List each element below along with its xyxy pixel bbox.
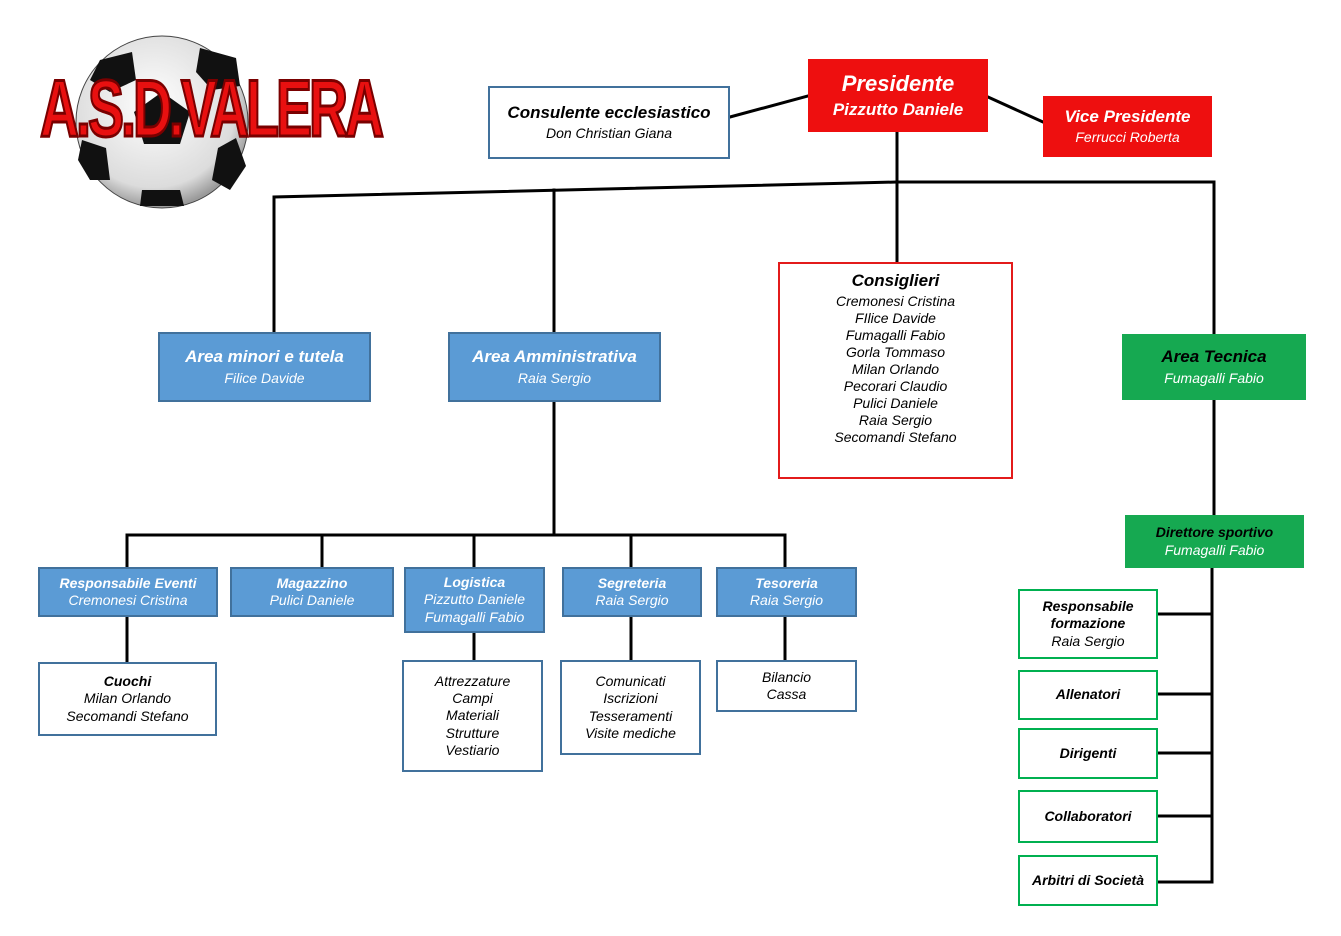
consigliere-name: Cremonesi Cristina bbox=[835, 292, 956, 309]
cuochi-name: Milan Orlando bbox=[83, 690, 172, 707]
direttore-sportivo-title: Direttore sportivo bbox=[1155, 524, 1274, 541]
tesoreria-tasks-box[interactable]: Bilancio Cassa bbox=[716, 660, 857, 712]
responsabile-eventi-name: Cremonesi Cristina bbox=[68, 592, 188, 608]
area-amministrativa-name: Raia Sergio bbox=[517, 369, 592, 386]
area-tecnica-box[interactable]: Area Tecnica Fumagalli Fabio bbox=[1122, 334, 1306, 400]
consulente-title: Consulente ecclesiastico bbox=[507, 102, 711, 122]
responsabile-eventi-title: Responsabile Eventi bbox=[59, 574, 197, 591]
segreteria-task: Iscrizioni bbox=[603, 690, 658, 707]
vice-title: Vice Presidente bbox=[1064, 106, 1191, 126]
consiglieri-box[interactable]: Consiglieri Cremonesi Cristina FIlice Da… bbox=[778, 262, 1013, 479]
magazzino-box[interactable]: Magazzino Pulici Daniele bbox=[230, 567, 394, 617]
consiglieri-title: Consiglieri bbox=[851, 271, 940, 290]
vice-name: Ferrucci Roberta bbox=[1075, 129, 1180, 146]
direttore-sportivo-name: Fumagalli Fabio bbox=[1164, 541, 1265, 558]
area-amministrativa-box[interactable]: Area Amministrativa Raia Sergio bbox=[448, 332, 661, 402]
segreteria-title: Segreteria bbox=[597, 574, 667, 591]
responsabile-eventi-box[interactable]: Responsabile Eventi Cremonesi Cristina bbox=[38, 567, 218, 617]
collaboratori-title: Collaboratori bbox=[1044, 807, 1132, 824]
presidente-box[interactable]: Presidente Pizzutto Daniele bbox=[808, 59, 988, 132]
segreteria-tasks-box[interactable]: Comunicati Iscrizioni Tesseramenti Visit… bbox=[560, 660, 701, 755]
segreteria-task: Comunicati bbox=[595, 673, 666, 690]
consigliere-name: Raia Sergio bbox=[858, 412, 933, 429]
logistica-task: Campi bbox=[452, 690, 493, 707]
presidente-title: Presidente bbox=[841, 70, 955, 96]
logistica-task: Strutture bbox=[445, 724, 500, 741]
logistica-title: Logistica bbox=[443, 574, 506, 591]
area-amministrativa-title: Area Amministrativa bbox=[472, 347, 637, 367]
responsabile-formazione-title: Responsabile bbox=[1042, 598, 1134, 615]
direttore-sportivo-box[interactable]: Direttore sportivo Fumagalli Fabio bbox=[1125, 515, 1304, 568]
consigliere-name: FIlice Davide bbox=[855, 309, 936, 326]
area-minori-name: Filice Davide bbox=[224, 369, 305, 386]
arbitri-box[interactable]: Arbitri di Società bbox=[1018, 855, 1158, 906]
logistica-name: Pizzutto Daniele bbox=[423, 591, 526, 608]
responsabile-formazione-title: formazione bbox=[1050, 615, 1126, 632]
segreteria-task: Tesseramenti bbox=[588, 707, 673, 724]
magazzino-title: Magazzino bbox=[276, 574, 348, 591]
tesoreria-task: Bilancio bbox=[761, 668, 812, 685]
connector-main-bus bbox=[272, 180, 1216, 336]
logistica-task: Vestiario bbox=[445, 741, 500, 758]
allenatori-box[interactable]: Allenatori bbox=[1018, 670, 1158, 720]
logo-text: A.S.D.VALERA bbox=[39, 63, 385, 156]
area-minori-box[interactable]: Area minori e tutela Filice Davide bbox=[158, 332, 371, 402]
segreteria-box[interactable]: Segreteria Raia Sergio bbox=[562, 567, 702, 617]
logistica-tasks-box[interactable]: Attrezzature Campi Materiali Strutture V… bbox=[402, 660, 543, 772]
area-minori-title: Area minori e tutela bbox=[185, 347, 344, 367]
consigliere-name: Secomandi Stefano bbox=[834, 429, 957, 446]
collaboratori-box[interactable]: Collaboratori bbox=[1018, 790, 1158, 843]
tesoreria-title: Tesoreria bbox=[755, 574, 818, 591]
consigliere-name: Pecorari Claudio bbox=[843, 378, 948, 395]
segreteria-name: Raia Sergio bbox=[595, 592, 669, 608]
logistica-name: Fumagalli Fabio bbox=[424, 608, 525, 625]
consigliere-name: Pulici Daniele bbox=[853, 395, 938, 412]
area-tecnica-name: Fumagalli Fabio bbox=[1164, 369, 1264, 386]
connector-president-vice bbox=[986, 95, 1045, 124]
vice-presidente-box[interactable]: Vice Presidente Ferrucci Roberta bbox=[1043, 96, 1212, 157]
cuochi-name: Secomandi Stefano bbox=[66, 707, 189, 724]
logistica-box[interactable]: Logistica Pizzutto Daniele Fumagalli Fab… bbox=[404, 567, 545, 633]
arbitri-title: Arbitri di Società bbox=[1031, 871, 1145, 888]
dirigenti-box[interactable]: Dirigenti bbox=[1018, 728, 1158, 779]
logistica-task: Materiali bbox=[446, 707, 499, 724]
consigliere-name: Gorla Tommaso bbox=[845, 343, 946, 360]
magazzino-name: Pulici Daniele bbox=[269, 592, 355, 608]
allenatori-title: Allenatori bbox=[1055, 686, 1121, 703]
presidente-name: Pizzutto Daniele bbox=[832, 99, 964, 119]
dirigenti-title: Dirigenti bbox=[1059, 744, 1117, 761]
tesoreria-task: Cassa bbox=[766, 686, 807, 702]
connector-president-consulente bbox=[728, 94, 810, 119]
consigliere-name: Milan Orlando bbox=[851, 361, 940, 378]
logistica-task: Attrezzature bbox=[434, 673, 511, 690]
consigliere-name: Fumagalli Fabio bbox=[845, 326, 946, 343]
consulente-box[interactable]: Consulente ecclesiastico Don Christian G… bbox=[488, 86, 730, 159]
responsabile-formazione-box[interactable]: Responsabile formazione Raia Sergio bbox=[1018, 589, 1158, 659]
club-logo: A.S.D.VALERA bbox=[39, 30, 385, 210]
segreteria-task: Visite mediche bbox=[585, 724, 676, 741]
cuochi-box[interactable]: Cuochi Milan Orlando Secomandi Stefano bbox=[38, 662, 217, 736]
cuochi-title: Cuochi bbox=[103, 673, 152, 690]
consulente-name: Don Christian Giana bbox=[545, 125, 673, 142]
tesoreria-name: Raia Sergio bbox=[749, 592, 824, 608]
tesoreria-box[interactable]: Tesoreria Raia Sergio bbox=[716, 567, 857, 617]
responsabile-formazione-name: Raia Sergio bbox=[1051, 632, 1125, 649]
area-tecnica-title: Area Tecnica bbox=[1161, 347, 1267, 367]
soccer-ball-icon bbox=[75, 35, 249, 209]
